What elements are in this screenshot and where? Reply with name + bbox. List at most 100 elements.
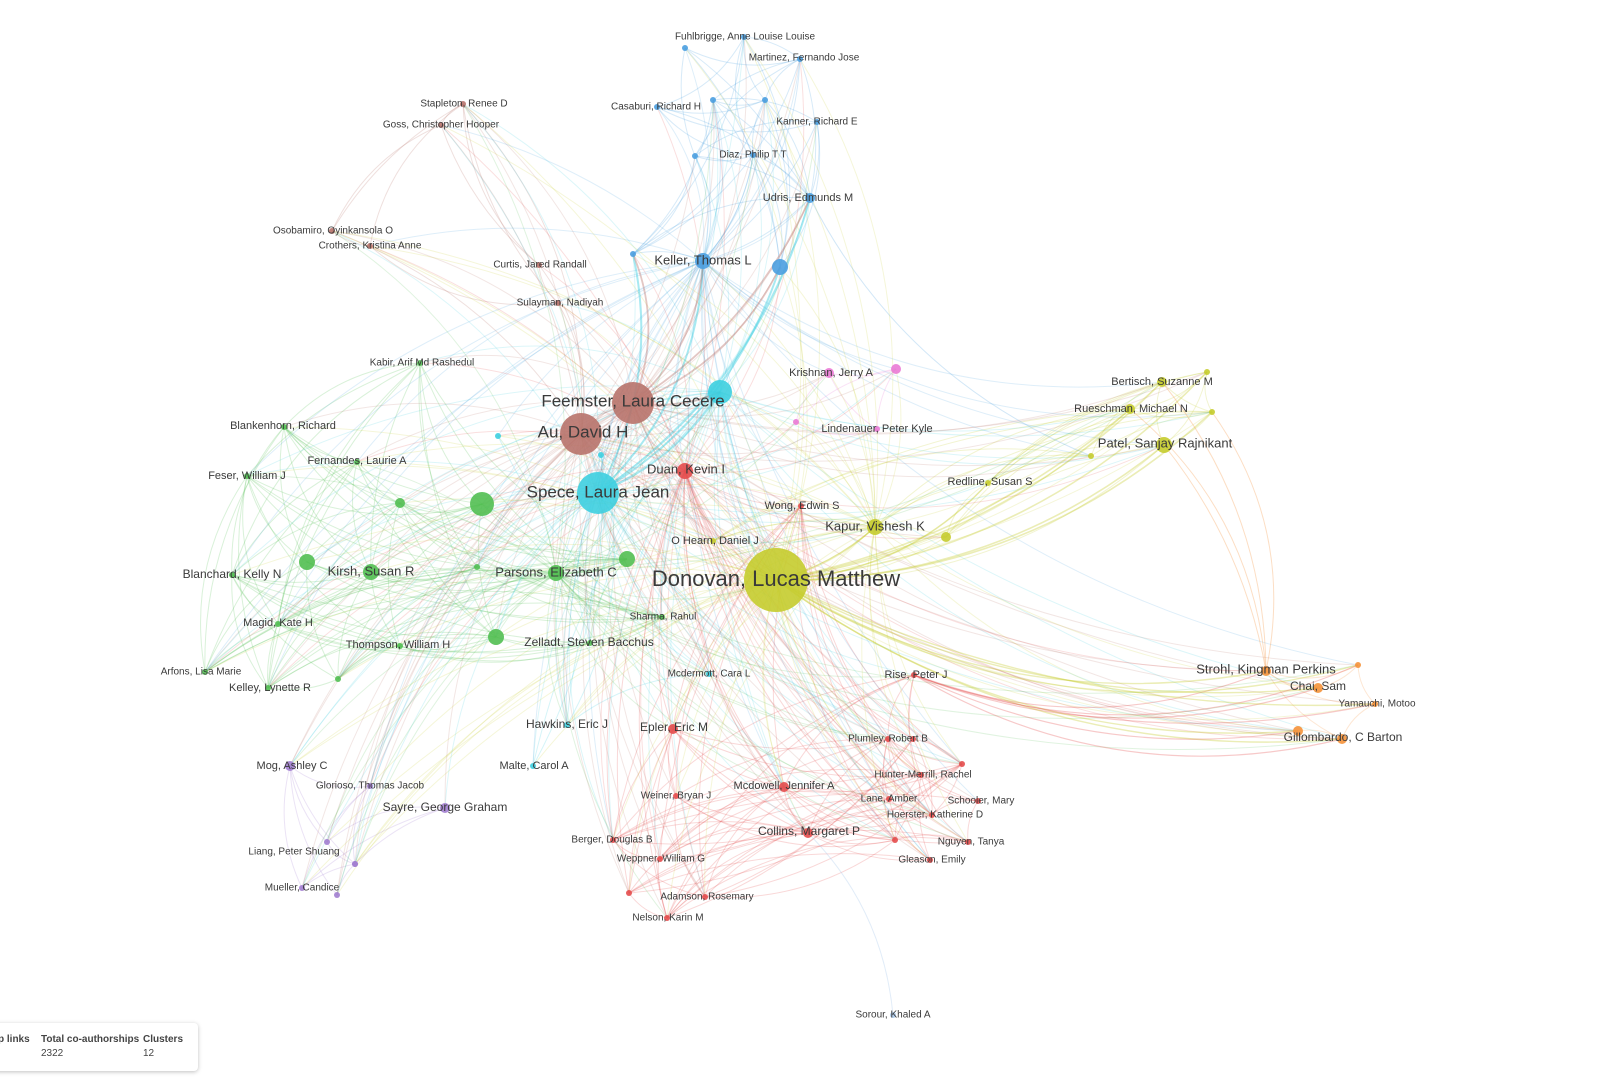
author-node-cyanbig[interactable] xyxy=(708,380,732,404)
author-node-magid[interactable] xyxy=(275,621,281,627)
author-node-rueschman[interactable] xyxy=(1125,404,1135,414)
author-node-green7[interactable] xyxy=(488,629,504,645)
author-label-schooler[interactable]: Schooler, Mary xyxy=(948,796,1015,807)
author-node-blankenhorn[interactable] xyxy=(281,424,287,430)
author-node-hawkins[interactable] xyxy=(564,722,570,728)
author-label-spece[interactable]: Spece, Laura Jean xyxy=(527,482,670,501)
author-node-zelladt[interactable] xyxy=(587,640,593,646)
author-label-adamson[interactable]: Adamson, Rosemary xyxy=(660,892,753,903)
author-node-blue5[interactable] xyxy=(710,97,716,103)
author-label-malte[interactable]: Malte, Carol A xyxy=(499,760,569,772)
author-node-spece[interactable] xyxy=(577,472,619,514)
author-node-sorour[interactable] xyxy=(890,1012,896,1018)
author-node-osobamiro[interactable] xyxy=(329,228,335,234)
author-label-mog[interactable]: Mog, Ashley C xyxy=(257,760,328,772)
author-node-fernandes[interactable] xyxy=(354,459,360,465)
author-node-yel5[interactable] xyxy=(941,532,951,542)
author-label-sorour[interactable]: Sorour, Khaled A xyxy=(855,1010,930,1021)
author-node-yel3[interactable] xyxy=(1209,409,1215,415)
author-node-orange3[interactable] xyxy=(1293,726,1303,736)
author-label-parsons[interactable]: Parsons, Elizabeth C xyxy=(495,564,616,579)
author-node-rise[interactable] xyxy=(911,672,917,678)
author-node-blue3[interactable] xyxy=(630,251,636,257)
author-label-patel[interactable]: Patel, Sanjay Rajnikant xyxy=(1098,435,1233,450)
author-node-goss[interactable] xyxy=(438,122,444,128)
author-label-au[interactable]: Au, David H xyxy=(538,422,629,441)
author-node-kapur[interactable] xyxy=(867,519,883,535)
author-node-strohl[interactable] xyxy=(1261,666,1271,676)
author-node-feser[interactable] xyxy=(244,473,250,479)
author-label-yamauchi[interactable]: Yamauchi, Motoo xyxy=(1338,699,1416,710)
author-node-lane[interactable] xyxy=(886,796,892,802)
author-label-plumley[interactable]: Plumley, Robert B xyxy=(848,734,928,745)
author-label-krishnan[interactable]: Krishnan, Jerry A xyxy=(789,367,873,379)
author-label-fernandes[interactable]: Fernandes, Laurie A xyxy=(307,455,407,467)
author-label-sulayman[interactable]: Sulayman, Nadiyah xyxy=(517,298,604,309)
author-label-kirsh[interactable]: Kirsh, Susan R xyxy=(328,563,415,578)
author-node-huntermerrill[interactable] xyxy=(918,772,924,778)
author-node-mcdowell[interactable] xyxy=(779,782,789,792)
author-label-udris[interactable]: Udris, Edmunds M xyxy=(763,192,853,204)
author-label-stapleton[interactable]: Stapleton, Renee D xyxy=(420,99,507,110)
author-label-blanchard[interactable]: Blanchard, Kelly N xyxy=(183,567,282,581)
author-node-feemster[interactable] xyxy=(612,382,654,424)
author-label-bertisch[interactable]: Bertisch, Suzanne M xyxy=(1111,376,1213,388)
author-label-kanner[interactable]: Kanner, Richard E xyxy=(776,117,857,128)
author-node-martinez[interactable] xyxy=(797,56,803,62)
author-node-yel4[interactable] xyxy=(1088,453,1094,459)
author-node-cyan2[interactable] xyxy=(495,433,501,439)
author-node-yamauchi[interactable] xyxy=(1372,701,1378,707)
author-node-mog[interactable] xyxy=(285,761,295,771)
author-node-green3[interactable] xyxy=(470,492,494,516)
author-node-purple2[interactable] xyxy=(324,839,330,845)
author-node-kanner[interactable] xyxy=(814,119,820,125)
author-label-hoerster[interactable]: Hoerster, Katherine D xyxy=(887,810,983,821)
author-node-adamson[interactable] xyxy=(702,894,708,900)
author-label-crothers[interactable]: Crothers, Kristina Anne xyxy=(319,241,422,252)
author-node-mcdermott[interactable] xyxy=(706,671,712,677)
author-node-lindenauer[interactable] xyxy=(874,426,880,432)
author-label-feser[interactable]: Feser, William J xyxy=(208,470,286,482)
author-node-redline[interactable] xyxy=(985,480,991,486)
author-label-ohearn[interactable]: O Hearn, Daniel J xyxy=(671,535,758,547)
author-node-nelson[interactable] xyxy=(664,915,670,921)
author-node-stapleton[interactable] xyxy=(460,101,466,107)
author-label-rueschman[interactable]: Rueschman, Michael N xyxy=(1074,403,1188,415)
author-label-sharma[interactable]: Sharma, Rahul xyxy=(630,612,697,623)
author-node-red3[interactable] xyxy=(959,761,965,767)
author-node-sharma[interactable] xyxy=(659,614,665,620)
author-label-casaburi[interactable]: Casaburi, Richard H xyxy=(611,102,701,113)
author-node-weiner[interactable] xyxy=(673,793,679,799)
author-node-fuhlbrigge[interactable] xyxy=(682,45,688,51)
author-label-rise[interactable]: Rise, Peter J xyxy=(885,669,948,681)
author-label-mcdermott[interactable]: Mcdermott, Cara L xyxy=(668,669,751,680)
author-node-hoerster[interactable] xyxy=(929,812,935,818)
author-node-cyan3[interactable] xyxy=(598,452,604,458)
author-label-keller[interactable]: Keller, Thomas L xyxy=(654,252,751,267)
author-label-chai[interactable]: Chai, Sam xyxy=(1290,679,1346,693)
author-node-malte[interactable] xyxy=(530,763,536,769)
author-label-berger[interactable]: Berger, Douglas B xyxy=(571,835,652,846)
author-node-nguyen[interactable] xyxy=(965,839,971,845)
author-label-zelladt[interactable]: Zelladt, Steven Bacchus xyxy=(524,635,653,649)
author-label-kabir[interactable]: Kabir, Arif Md Rashedul xyxy=(370,358,475,369)
author-node-udris[interactable] xyxy=(805,193,815,203)
author-label-sayre[interactable]: Sayre, George Graham xyxy=(383,800,508,814)
author-node-bertisch[interactable] xyxy=(1157,377,1167,387)
author-label-glorioso[interactable]: Glorioso, Thomas Jacob xyxy=(316,781,425,792)
author-node-epler[interactable] xyxy=(668,724,678,734)
author-label-arfons[interactable]: Arfons, Lisa Marie xyxy=(161,667,242,678)
author-label-weppner[interactable]: Weppner, William G xyxy=(617,854,705,865)
author-node-yel2[interactable] xyxy=(1204,369,1210,375)
author-node-gillombardo[interactable] xyxy=(1337,734,1347,744)
author-label-wong[interactable]: Wong, Edwin S xyxy=(764,500,839,512)
author-label-martinez[interactable]: Martinez, Fernando Jose xyxy=(749,53,860,64)
author-node-green6[interactable] xyxy=(619,551,635,567)
author-node-au[interactable] xyxy=(560,413,602,455)
author-label-kapur[interactable]: Kapur, Vishesh K xyxy=(825,518,925,533)
author-label-donovan[interactable]: Donovan, Lucas Matthew xyxy=(652,566,900,591)
author-node-berger[interactable] xyxy=(610,837,616,843)
author-node-kelley[interactable] xyxy=(265,685,271,691)
author-node-ohearn[interactable] xyxy=(710,538,716,544)
